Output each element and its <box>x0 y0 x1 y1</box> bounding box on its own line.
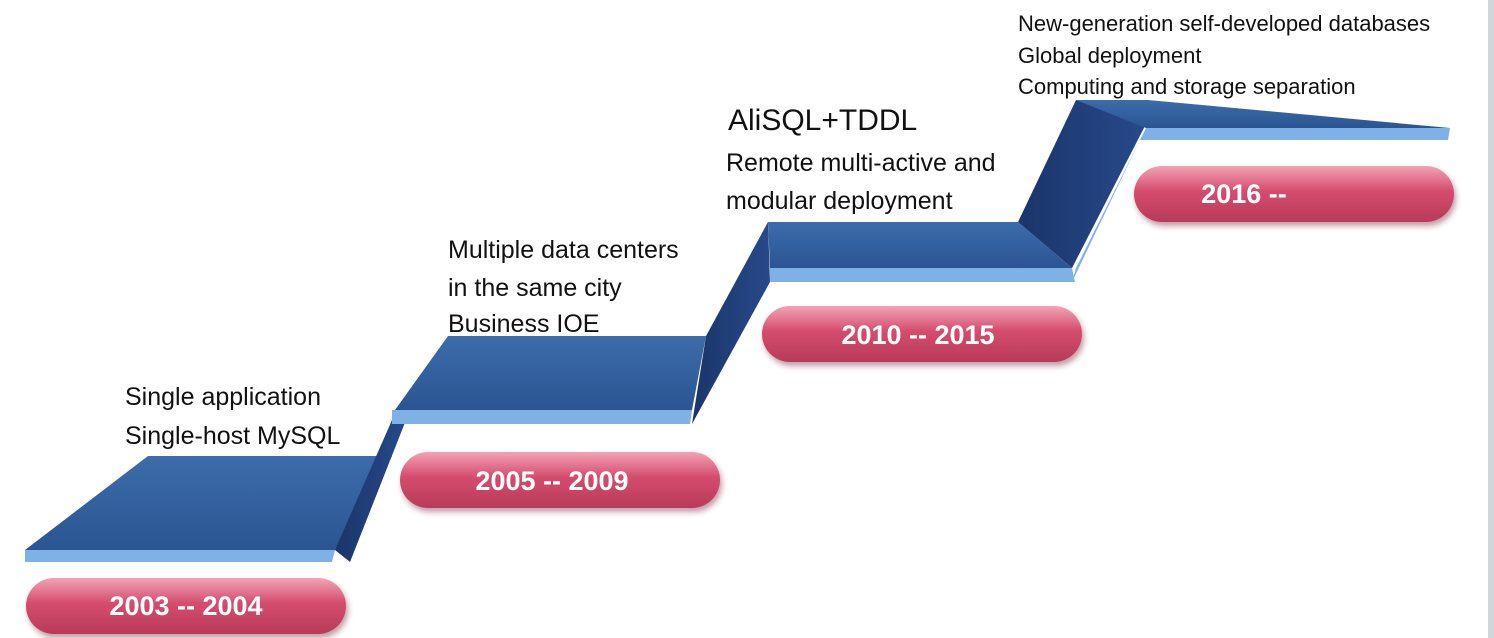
year-pill-4: 2016 -- <box>1134 166 1454 222</box>
step-3-top <box>768 222 1072 268</box>
stage-2-line-2: in the same city <box>448 274 622 302</box>
year-pill-2-label: 2005 -- 2009 <box>475 466 628 496</box>
stage-3-description: AliSQL+TDDL Remote multi-active and modu… <box>726 104 996 215</box>
step-3-riser <box>1018 100 1146 268</box>
stage-1-line-2: Single-host MySQL <box>125 422 340 450</box>
step-2-riser <box>692 222 770 424</box>
step-4-top <box>1076 100 1450 128</box>
year-pill-3-label: 2010 -- 2015 <box>841 320 994 350</box>
stage-2-line-3: Business IOE <box>448 310 599 338</box>
year-pill-3: 2010 -- 2015 <box>762 306 1082 362</box>
step-4 <box>1072 100 1450 282</box>
stage-3-line-2: modular deployment <box>726 187 953 215</box>
step-2 <box>392 222 770 424</box>
stage-4-line-2: Global deployment <box>1018 43 1201 68</box>
stage-1-description: Single application Single-host MySQL <box>125 383 340 450</box>
year-pill-1: 2003 -- 2004 <box>26 578 346 634</box>
year-pill-2: 2005 -- 2009 <box>400 452 720 508</box>
step-2-top <box>395 336 706 410</box>
step-3-edge <box>770 268 1075 282</box>
right-edge-border <box>1488 0 1494 638</box>
step-3 <box>768 100 1146 282</box>
year-pill-4-bg <box>1134 166 1454 222</box>
year-pill-2-bg <box>400 452 720 508</box>
stage-4-line-3: Computing and storage separation <box>1018 74 1356 99</box>
step-1-riser <box>335 420 406 562</box>
stage-2-line-1: Multiple data centers <box>448 236 679 264</box>
stage-3-line-1: Remote multi-active and <box>726 149 996 177</box>
step-4-edge <box>1140 128 1450 140</box>
year-pill-1-bg <box>26 578 346 634</box>
year-pill-4-label: 2016 -- <box>1201 179 1287 209</box>
step-1 <box>25 420 406 562</box>
stage-4-line-1: New-generation self-developed databases <box>1018 11 1430 36</box>
year-pill-1-label: 2003 -- 2004 <box>109 591 262 621</box>
year-pill-3-bg <box>762 306 1082 362</box>
stage-4-description: New-generation self-developed databases … <box>1018 11 1430 99</box>
stage-1-line-1: Single application <box>125 383 321 411</box>
stage-3-title: AliSQL+TDDL <box>728 104 917 137</box>
step-1-edge <box>25 550 335 562</box>
stage-2-description: Multiple data centers in the same city B… <box>448 236 679 338</box>
step-2-edge <box>392 410 692 424</box>
step-1-top <box>25 456 392 550</box>
